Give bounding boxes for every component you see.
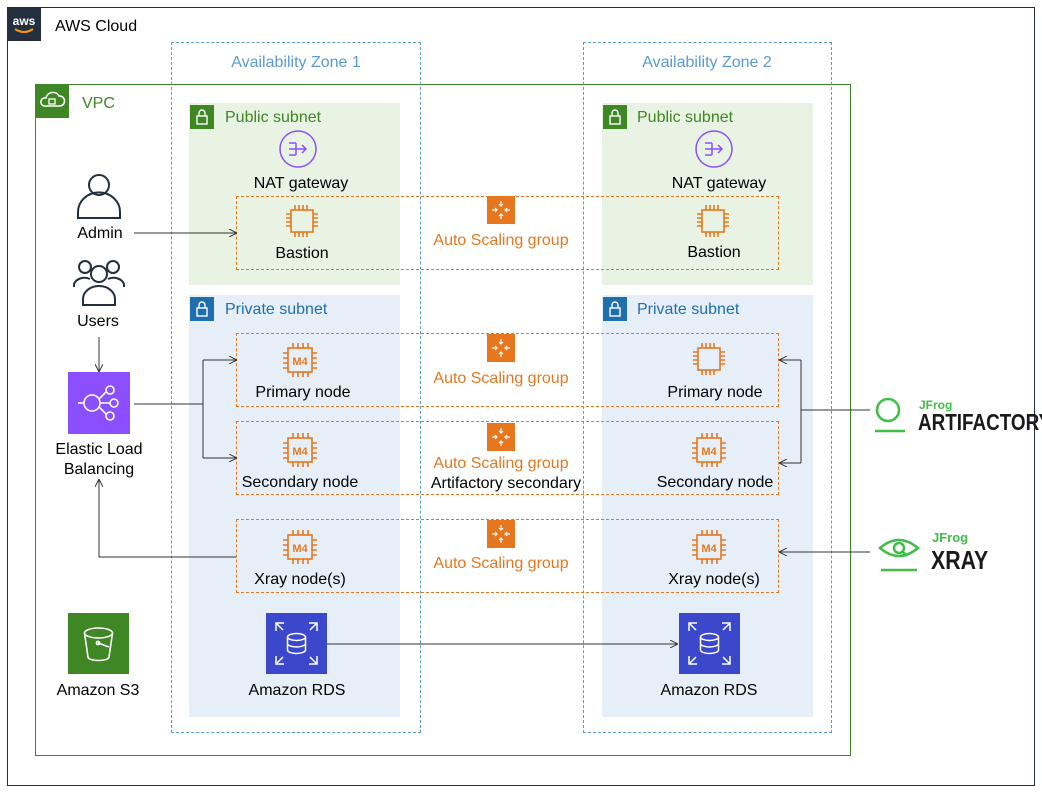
rds-icon — [679, 613, 740, 674]
asg-xray-label: Auto Scaling group — [433, 555, 569, 572]
rds-2-label: Amazon RDS — [660, 682, 758, 699]
s3-bucket-icon — [68, 613, 129, 674]
jfrog-artifactory-logo — [872, 393, 908, 435]
xray-nodes-1-label: Xray node(s) — [254, 571, 346, 588]
secondary-node-2-label: Secondary node — [656, 474, 774, 491]
public-subnet-2 — [602, 103, 813, 285]
jfrog-xray-logo — [876, 532, 922, 572]
m4-chip-text: M4 — [292, 543, 308, 555]
rds-icon — [266, 613, 327, 674]
lock-icon — [603, 105, 627, 129]
auto-scaling-icon — [487, 520, 515, 548]
asg-secondary-label: Auto Scaling group — [433, 455, 569, 472]
auto-scaling-icon — [487, 334, 515, 362]
private-subnet-2-title: Private subnet — [637, 301, 740, 318]
nat-gateway-icon — [694, 129, 734, 169]
artifactory-name: ARTIFACTORY — [918, 409, 1042, 435]
bastion-1-label: Bastion — [275, 245, 329, 262]
bastion-2-label: Bastion — [687, 244, 741, 261]
rds-1-label: Amazon RDS — [248, 682, 346, 699]
vpc-title: VPC — [82, 95, 115, 112]
nat-gateway-2-label: NAT gateway — [671, 175, 767, 192]
user-icon — [74, 170, 124, 220]
aws-cloud-boundary — [7, 7, 1035, 786]
asg-secondary-sublabel: Artifactory secondary — [430, 475, 582, 492]
lock-icon — [190, 105, 214, 129]
aws-logo-text: aws — [13, 14, 36, 28]
lock-icon — [603, 297, 627, 321]
s3-label: Amazon S3 — [56, 682, 140, 699]
primary-node-2-label: Primary node — [667, 384, 763, 401]
auto-scaling-icon — [487, 423, 515, 451]
xray-name: XRAY — [931, 545, 989, 575]
elb-label-line1: Elastic Load — [55, 441, 143, 458]
availability-zone-1-title: Availability Zone 1 — [231, 54, 361, 71]
m4-chip-text: M4 — [292, 446, 308, 458]
public-subnet-1 — [189, 103, 400, 285]
elb-icon — [68, 372, 130, 434]
m4-instance-icon: M4 — [689, 527, 729, 567]
availability-zone-2-title: Availability Zone 2 — [642, 54, 772, 71]
m4-chip-text: M4 — [292, 356, 308, 368]
availability-zone-1 — [171, 42, 421, 733]
secondary-node-1-label: Secondary node — [241, 474, 359, 491]
xray-nodes-2-label: Xray node(s) — [668, 571, 760, 588]
aws-logo-icon: aws — [7, 7, 41, 41]
users-label: Users — [77, 313, 119, 330]
primary-node-1-label: Primary node — [255, 384, 351, 401]
m4-instance-icon: M4 — [689, 430, 729, 470]
m4-instance-icon: M4 — [280, 527, 320, 567]
xray-brand: JFrog — [932, 530, 969, 545]
ec2-chip-icon — [283, 202, 321, 240]
vpc-boundary — [35, 84, 851, 756]
nat-gateway-1-label: NAT gateway — [253, 175, 349, 192]
m4-instance-icon: M4 — [280, 430, 320, 470]
artifactory-brand: JFrog — [919, 398, 953, 412]
m4-chip-text: M4 — [701, 543, 717, 555]
aws-cloud-title: AWS Cloud — [55, 18, 138, 35]
lock-icon — [190, 297, 214, 321]
asg-bastion-label: Auto Scaling group — [433, 232, 569, 249]
asg-primary — [236, 333, 779, 407]
ec2-chip-icon — [690, 340, 728, 378]
m4-instance-icon: M4 — [280, 340, 320, 380]
public-subnet-2-title: Public subnet — [637, 109, 734, 126]
users-icon — [72, 257, 126, 307]
nat-gateway-icon — [278, 129, 318, 169]
private-subnet-1-title: Private subnet — [225, 301, 328, 318]
asg-xray — [236, 519, 779, 593]
elb-label-line2: Balancing — [63, 461, 135, 478]
asg-primary-label: Auto Scaling group — [433, 370, 569, 387]
ec2-chip-icon — [694, 202, 732, 240]
cloud-lock-icon — [35, 84, 69, 118]
availability-zone-2 — [583, 42, 832, 733]
auto-scaling-icon — [487, 196, 515, 224]
m4-chip-text: M4 — [701, 446, 717, 458]
public-subnet-1-title: Public subnet — [225, 109, 322, 126]
admin-label: Admin — [77, 225, 123, 242]
